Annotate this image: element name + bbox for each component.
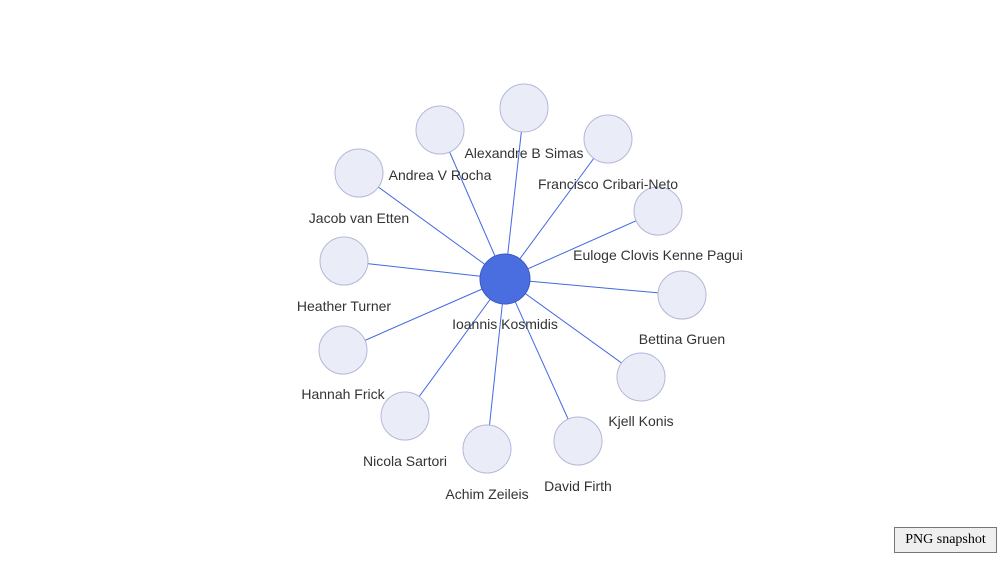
- edge-hannah-frick: [342, 278, 506, 351]
- node-francisco-cribari-neto[interactable]: [583, 114, 633, 164]
- node-achim-zeileis[interactable]: [462, 424, 512, 474]
- edge-jacob-van-etten: [358, 172, 506, 280]
- node-label-hannah-frick: Hannah Frick: [301, 386, 385, 402]
- node-label-euloge-clovis-kenne-pagui: Euloge Clovis Kenne Pagui: [573, 247, 743, 263]
- node-david-firth[interactable]: [553, 416, 603, 466]
- edge-david-firth: [504, 278, 579, 442]
- node-center[interactable]: [479, 253, 531, 305]
- node-bettina-gruen[interactable]: [657, 270, 707, 320]
- node-label-kjell-konis: Kjell Konis: [608, 413, 673, 429]
- edge-heather-turner: [343, 260, 506, 280]
- node-label-center: Ioannis Kosmidis: [452, 316, 558, 332]
- node-label-achim-zeileis: Achim Zeileis: [445, 486, 528, 502]
- node-heather-turner[interactable]: [319, 236, 369, 286]
- png-snapshot-button[interactable]: PNG snapshot: [894, 527, 997, 553]
- node-jacob-van-etten[interactable]: [334, 148, 384, 198]
- node-kjell-konis[interactable]: [616, 352, 666, 402]
- node-label-heather-turner: Heather Turner: [297, 298, 391, 314]
- node-label-francisco-cribari-neto: Francisco Cribari-Neto: [538, 176, 678, 192]
- edges-layer: [342, 107, 683, 450]
- node-nicola-sartori[interactable]: [380, 391, 430, 441]
- node-label-jacob-van-etten: Jacob van Etten: [309, 210, 409, 226]
- edge-andrea-v-rocha: [439, 129, 506, 280]
- edge-euloge-clovis-kenne-pagui: [504, 210, 659, 280]
- edge-kjell-konis: [504, 278, 642, 378]
- node-label-david-firth: David Firth: [544, 478, 612, 494]
- edge-nicola-sartori: [404, 278, 506, 417]
- edge-alexandre-b-simas: [504, 107, 525, 280]
- edge-francisco-cribari-neto: [504, 138, 609, 280]
- edge-bettina-gruen: [504, 278, 683, 296]
- node-euloge-clovis-kenne-pagui[interactable]: [633, 186, 683, 236]
- node-alexandre-b-simas[interactable]: [499, 83, 549, 133]
- nodes-layer: [318, 83, 707, 474]
- node-label-nicola-sartori: Nicola Sartori: [363, 453, 447, 469]
- node-label-alexandre-b-simas: Alexandre B Simas: [464, 145, 583, 161]
- node-andrea-v-rocha[interactable]: [415, 105, 465, 155]
- node-label-bettina-gruen: Bettina Gruen: [639, 331, 725, 347]
- node-hannah-frick[interactable]: [318, 325, 368, 375]
- edge-achim-zeileis: [486, 278, 506, 450]
- node-label-andrea-v-rocha: Andrea V Rocha: [389, 167, 492, 183]
